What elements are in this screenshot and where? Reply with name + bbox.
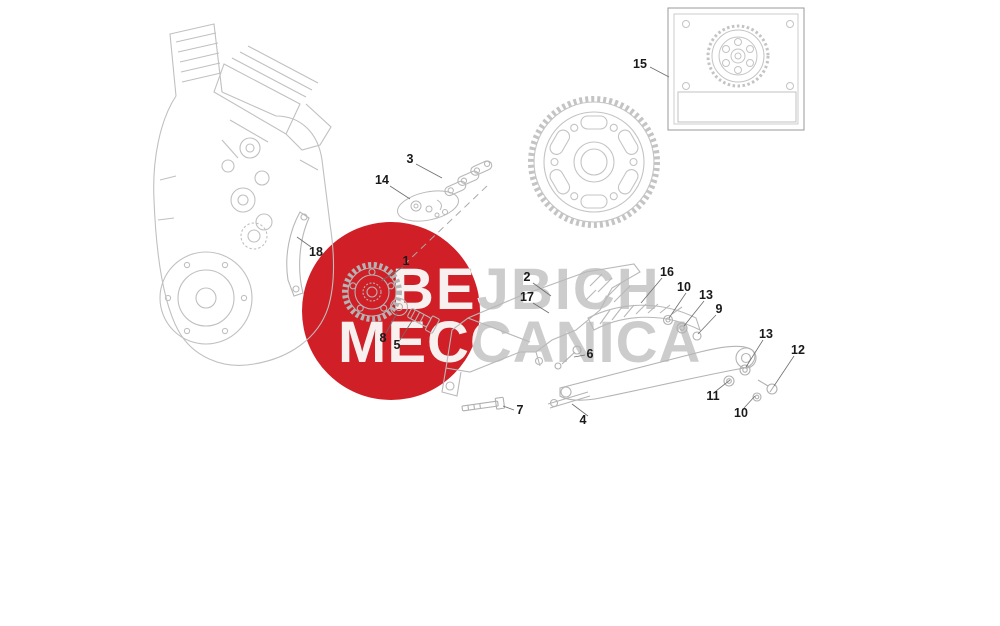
callout-5: 5 [393,337,401,352]
callout-16: 16 [660,264,674,279]
bracket-18-line-art [286,211,310,297]
callout-4: 4 [579,412,587,427]
callout-13a: 13 [699,287,713,302]
front-sprocket-line-art [342,262,402,322]
small-parts-plate-line-art [397,190,459,222]
bolt-5-line-art [407,308,440,334]
callout-3: 3 [406,151,414,166]
chain-slider-line-art [587,303,701,332]
chain-guard-line-art [441,263,641,397]
callout-8: 8 [379,330,387,345]
callout-17: 17 [520,289,534,304]
callout-10b: 10 [734,405,748,420]
callout-12: 12 [791,342,805,357]
watermark: BEJBICH MECCANICA BEJBICH MECCANICA [302,222,701,400]
callout-13b: 13 [759,326,773,341]
fasteners-line-art [461,314,778,412]
washer-8-line-art [389,297,409,317]
watermark-line2: MECCANICA [338,310,701,375]
callout-15: 15 [633,56,647,71]
leader-lines [296,66,795,417]
callout-7: 7 [516,402,524,417]
engine-line-art [153,23,335,366]
callout-11: 11 [706,388,720,403]
callout-18: 18 [309,244,323,259]
callout-2: 2 [523,269,531,284]
watermark-line2-overlay: MECCANICA [338,310,701,375]
callout-14: 14 [375,172,389,187]
chain-links-line-art [444,160,493,197]
chain-run-dashed-line [389,185,488,279]
callout-6: 6 [586,346,594,361]
rear-sprocket-line-art [528,96,660,228]
inset-box [667,7,805,131]
callout-1: 1 [402,253,410,268]
callout-9: 9 [715,301,723,316]
inset-thumbnail-line-art [677,20,797,123]
callout-10a: 10 [677,279,691,294]
